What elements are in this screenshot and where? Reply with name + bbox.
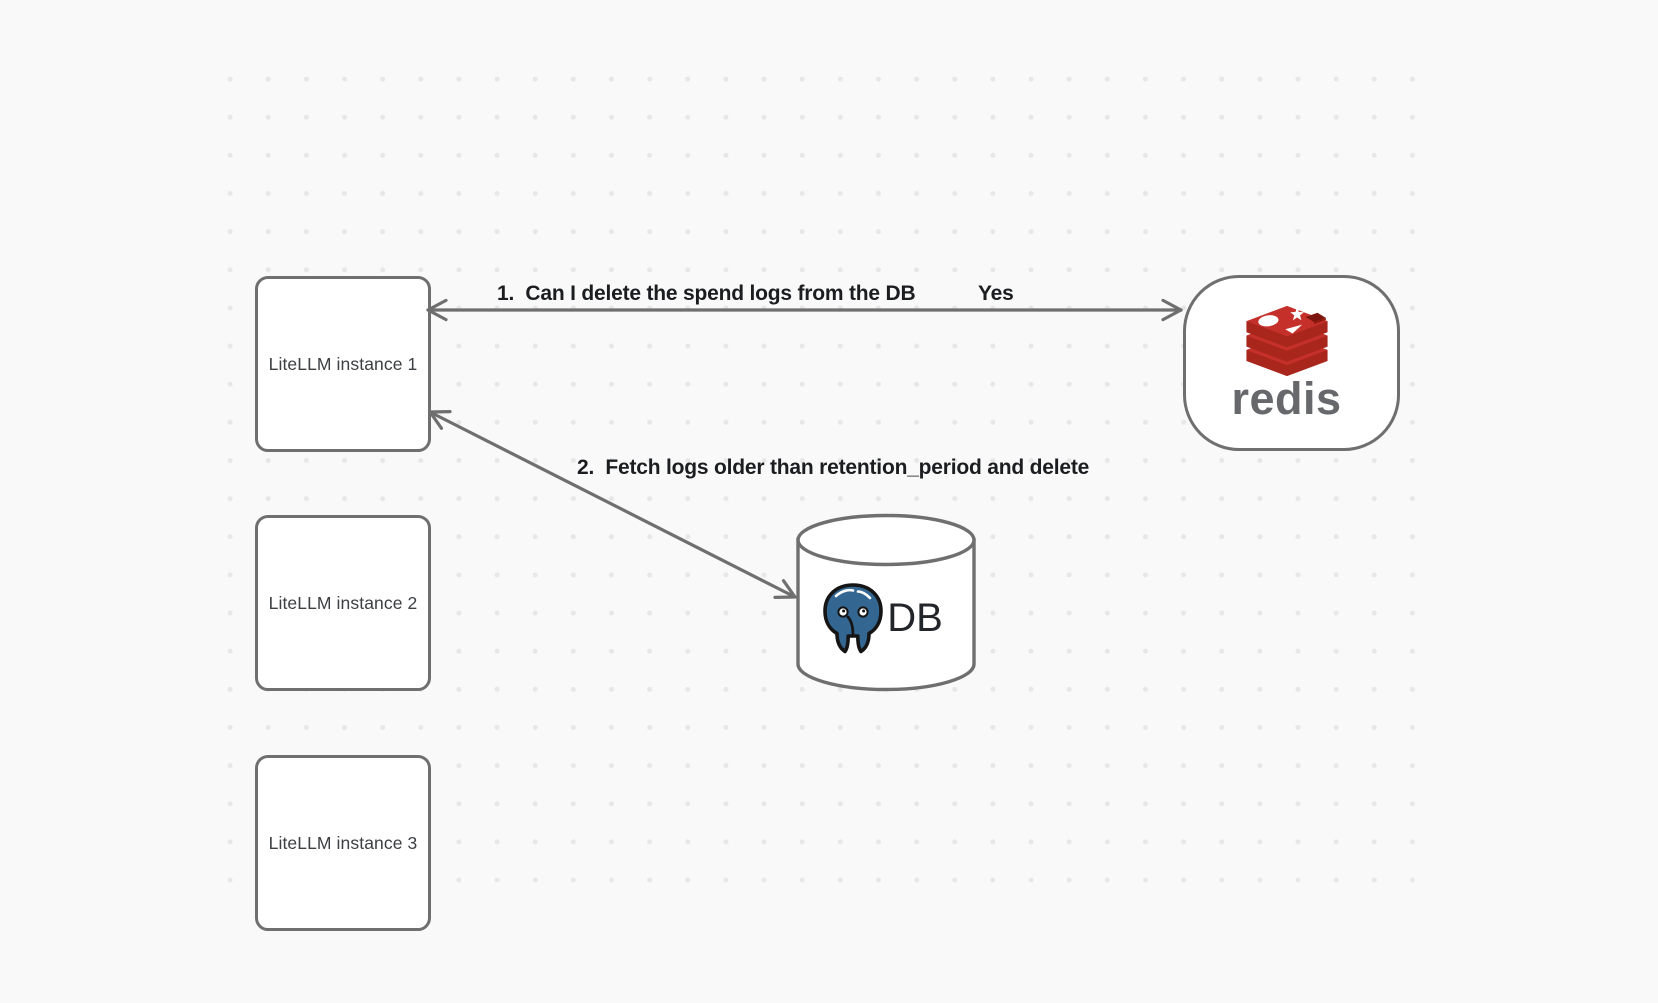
litellm-instance-1-node[interactable]: LiteLLM instance 1 bbox=[255, 276, 431, 452]
database-node[interactable]: DB bbox=[794, 512, 980, 694]
redis-node[interactable]: redis bbox=[1183, 275, 1400, 451]
cylinder-shape bbox=[796, 513, 976, 692]
litellm-instance-1-label: LiteLLM instance 1 bbox=[268, 353, 418, 374]
annotation-step1-answer[interactable]: Yes bbox=[978, 282, 1014, 305]
annotation-step2[interactable]: 2. Fetch logs older than retention_perio… bbox=[577, 456, 1090, 479]
annotation-step1[interactable]: 1. Can I delete the spend logs from the … bbox=[497, 282, 916, 305]
postgresql-elephant-icon bbox=[823, 583, 884, 654]
litellm-instance-2-node[interactable]: LiteLLM instance 2 bbox=[255, 515, 431, 691]
litellm-instance-3-node[interactable]: LiteLLM instance 3 bbox=[255, 755, 431, 931]
litellm-instance-3-label: LiteLLM instance 3 bbox=[268, 832, 418, 853]
litellm-instance-2-label: LiteLLM instance 2 bbox=[268, 592, 418, 613]
redis-wordmark: redis bbox=[1231, 372, 1342, 424]
db-label: DB bbox=[887, 595, 943, 640]
redis-stack-icon bbox=[1245, 305, 1328, 376]
